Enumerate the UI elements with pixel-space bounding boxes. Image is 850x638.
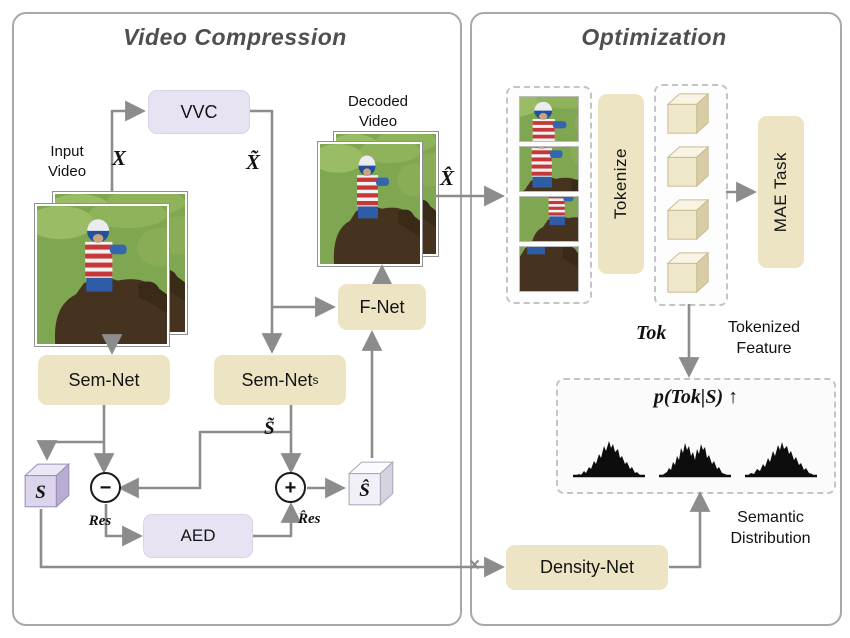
video-patch-2: [519, 146, 579, 192]
density-net-box: Density-Net: [506, 545, 668, 590]
s-tilde-label: S̃: [264, 418, 275, 439]
video-patch-4: [519, 246, 579, 292]
token-cube-2: [665, 143, 713, 196]
histogram-icon-1: [573, 441, 645, 478]
x-label: X: [112, 146, 127, 170]
vvc-label: VVC: [180, 101, 218, 122]
histogram-icon-3: [745, 442, 817, 478]
decoded-video-images: [318, 132, 438, 266]
input-video-images: [35, 192, 187, 346]
sem-net-s-label: Sem-Net: [241, 369, 313, 390]
sem-net-box: Sem-Net: [38, 355, 170, 405]
vvc-box: VVC: [148, 90, 250, 134]
multiply-icon: ×: [469, 555, 481, 576]
token-cube-3: [665, 196, 713, 249]
mae-task-label: MAE Task: [771, 151, 790, 233]
video-patch-3: [519, 196, 579, 242]
sem-net-s-subscript: s: [312, 373, 319, 387]
minus-icon: −: [90, 472, 121, 503]
tokenized-feature-label: Tokenized Feature: [727, 319, 801, 357]
mae-task-box: MAE Task: [758, 116, 804, 268]
f-net-box: F-Net: [338, 284, 426, 330]
video-patch-1: [519, 96, 579, 142]
aed-box: AED: [143, 514, 253, 558]
res-label: Res: [88, 513, 112, 529]
distribution-expression: p(Tok|S) ↑: [653, 386, 739, 408]
input-video-photo-front: [35, 204, 169, 346]
res-hat-label: R̂es: [298, 511, 321, 527]
aed-label: AED: [180, 526, 216, 545]
density-net-label: Density-Net: [539, 557, 635, 577]
input-video-label: Input Video: [47, 143, 87, 180]
s-cube-label: S: [35, 481, 46, 503]
s-hat-cube-label: Ŝ: [359, 479, 370, 501]
decoded-video-label: Decoded Video: [347, 93, 409, 130]
x-hat-label: X̂: [440, 166, 455, 190]
token-cube-1: [665, 90, 713, 143]
s-hat-cube: Ŝ: [346, 458, 398, 510]
token-cube-4: [665, 249, 713, 302]
patch-stack-box: [506, 86, 592, 304]
s-cube: S: [22, 460, 74, 512]
panel-title-video-compression: Video Compression: [123, 24, 347, 50]
decoded-video-photo-front: [318, 142, 422, 266]
tok-label: Tok: [636, 322, 667, 344]
semantic-distribution-box: p(Tok|S) ↑: [556, 378, 836, 494]
x-tilde-label: X̃: [246, 150, 261, 174]
sem-net-label: Sem-Net: [68, 369, 140, 390]
f-net-label: F-Net: [359, 296, 405, 317]
histogram-icon-2: [659, 443, 731, 478]
panel-title-optimization: Optimization: [581, 24, 727, 50]
tokenize-label: Tokenize: [611, 148, 630, 220]
plus-icon: +: [275, 472, 306, 503]
semantic-distribution-label: Semantic Distribution: [730, 509, 811, 547]
tokenize-box: Tokenize: [598, 94, 644, 274]
